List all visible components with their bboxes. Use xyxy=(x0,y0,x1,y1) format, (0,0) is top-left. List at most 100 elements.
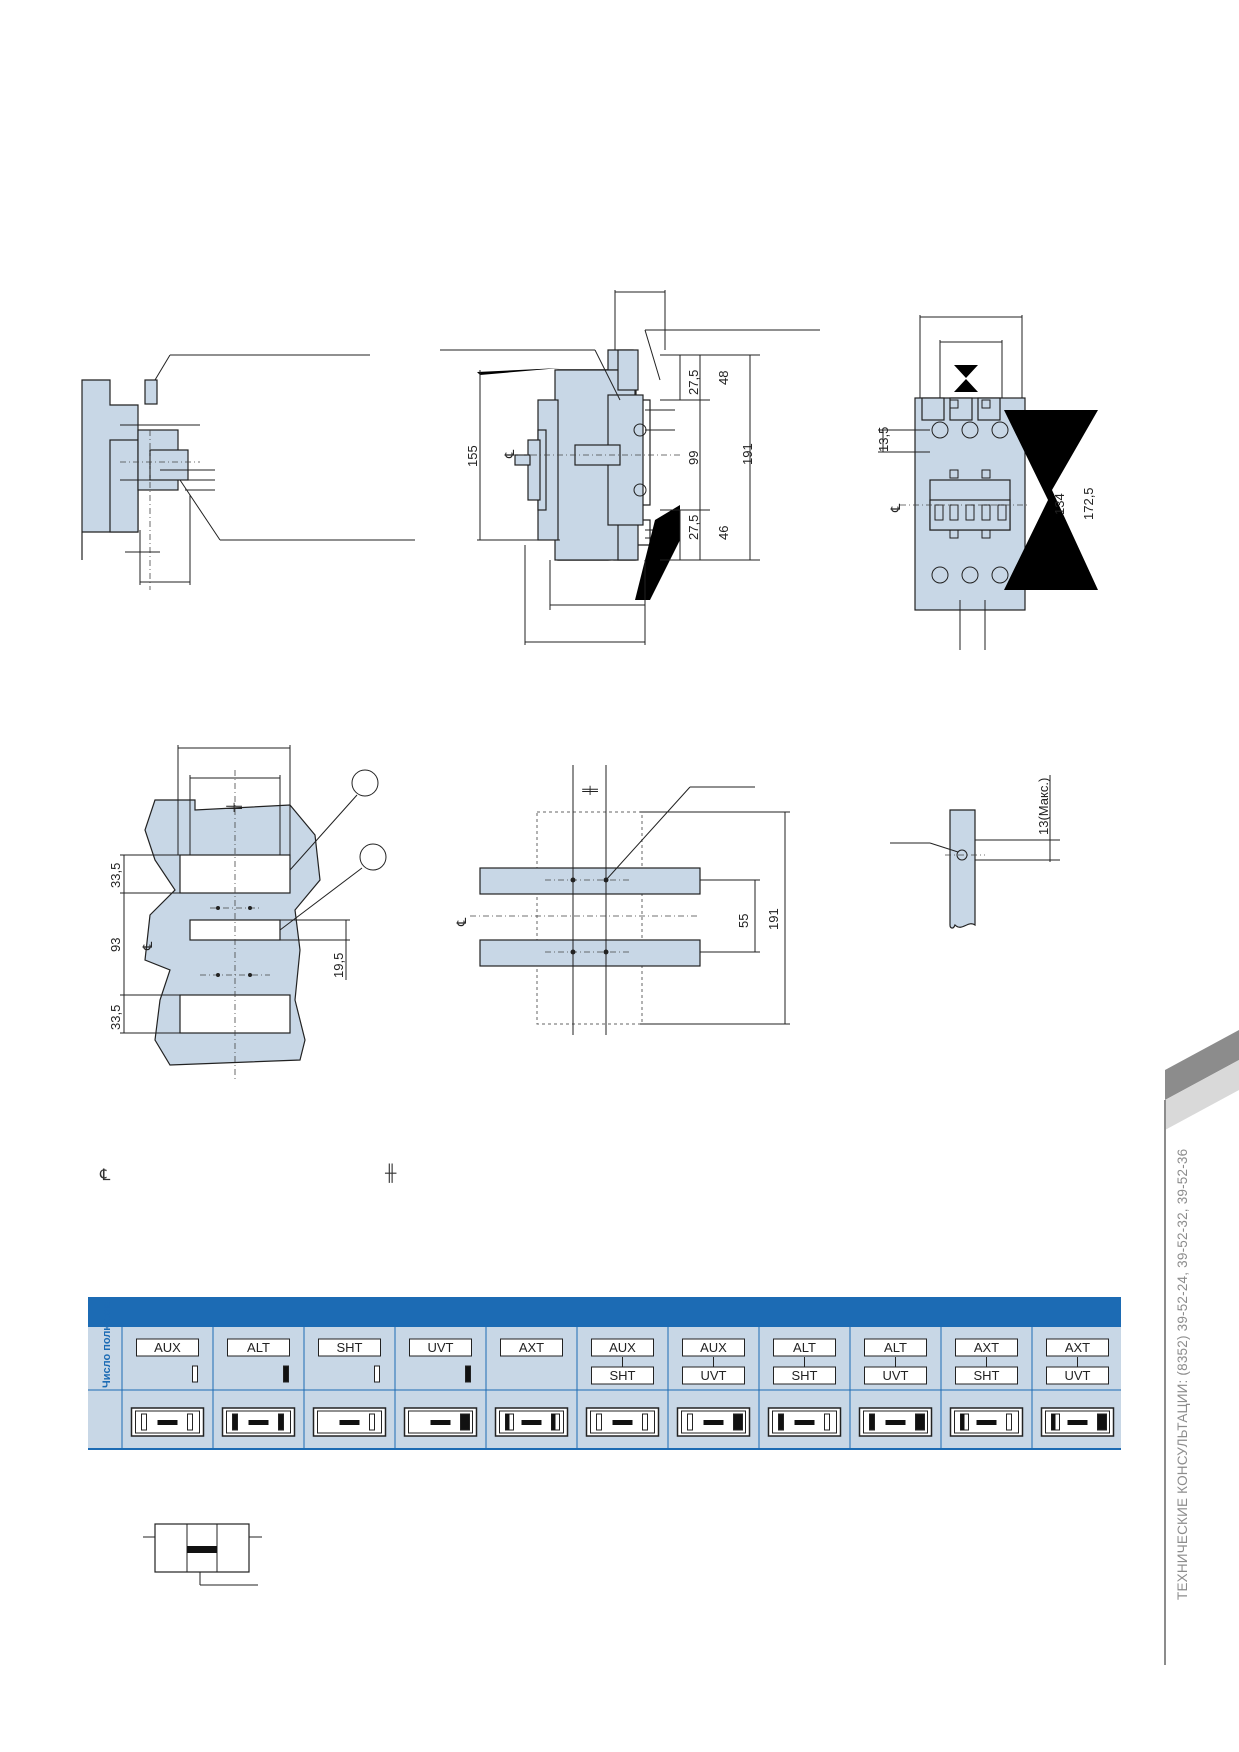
table-symbol-bar-9 xyxy=(976,1420,997,1425)
cutout-dim-33-5-bottom: 33,5 xyxy=(108,1005,123,1030)
table-symbol-bar-1 xyxy=(248,1420,269,1425)
table-header-4: AXT xyxy=(519,1340,544,1355)
table-header-top-10-box xyxy=(1046,1338,1109,1357)
table-symbol-right-4-fill xyxy=(551,1414,556,1430)
table-symbol-bar-10 xyxy=(1067,1420,1088,1425)
table-symbol-right-1 xyxy=(278,1413,284,1431)
table-symbol-right-2 xyxy=(369,1413,375,1431)
front-dim-46: 46 xyxy=(716,526,731,540)
front-dim-99: 99 xyxy=(686,451,701,465)
contact-phone-text: ТЕХНИЧЕСКИЕ КОНСУЛЬТАЦИИ: (8352) 39-52-2… xyxy=(1175,1148,1190,1600)
cutout-dim-33-5-top: 33,5 xyxy=(108,863,123,888)
table-symbol-bar-7 xyxy=(794,1420,815,1425)
table-header-bottom-10-box xyxy=(1046,1366,1109,1385)
table-header-marker-3 xyxy=(465,1365,471,1383)
table-symbol-inner-2 xyxy=(317,1410,382,1434)
table-header-top-7-box xyxy=(773,1338,836,1357)
table-header-0-box xyxy=(136,1338,199,1357)
table-symbol-inner-0 xyxy=(135,1410,200,1434)
centerline-mark: ℄ xyxy=(888,503,903,513)
table-symbol-bar-3 xyxy=(430,1420,451,1425)
front-dim-48: 48 xyxy=(716,371,731,385)
cutout-dim-19-5: 19,5 xyxy=(331,953,346,978)
handle-mark: ╫ xyxy=(582,785,598,796)
table-header-2-box xyxy=(318,1338,381,1357)
rail-dim-55: 55 xyxy=(736,914,751,928)
table-symbol-right-8 xyxy=(915,1413,925,1431)
table-header-bottom-6: UVT xyxy=(701,1368,727,1383)
table-header-top-8-box xyxy=(864,1338,927,1357)
table-header-bottom-7-box xyxy=(773,1366,836,1385)
row-label: Число полюсов xyxy=(101,1302,113,1388)
table-symbol-inner-9 xyxy=(954,1410,1019,1434)
table-header-4-box xyxy=(500,1338,563,1357)
table-symbol-left-7 xyxy=(778,1413,784,1431)
table-symbol-inner-3 xyxy=(408,1410,473,1434)
table-symbol-right-7 xyxy=(824,1413,830,1431)
table-header-1-box xyxy=(227,1338,290,1357)
table-symbol-bar-5 xyxy=(612,1420,633,1425)
table-header-marker-2 xyxy=(374,1365,380,1383)
table-header-top-6-box xyxy=(682,1338,745,1357)
top-dim-13-5: 13,5 xyxy=(876,427,891,452)
terminal-detail-drawing xyxy=(890,775,1060,929)
table-symbol-inner-7 xyxy=(772,1410,837,1434)
legend-handle-symbol: ╫ xyxy=(385,1165,397,1182)
table-header-bottom-7: SHT xyxy=(792,1368,818,1383)
centerline-mark: ℄ xyxy=(502,449,517,459)
table-symbol-right-3 xyxy=(460,1413,470,1431)
top-view-drawing: ℄ xyxy=(878,315,1098,650)
table-header-top-10: AXT xyxy=(1065,1340,1090,1355)
table-symbol-inner-10 xyxy=(1045,1410,1110,1434)
table-header-1: ALT xyxy=(247,1340,270,1355)
centerline-mark: ℄ xyxy=(140,941,155,951)
table-symbol-left-0 xyxy=(141,1413,147,1431)
table-symbol-inner-4 xyxy=(499,1410,564,1434)
table-symbol-right-5 xyxy=(642,1413,648,1431)
table-symbol-left-4-fill xyxy=(505,1414,510,1430)
legend-centerline-symbol: ℄ xyxy=(100,1167,111,1184)
front-dim-155: 155 xyxy=(465,445,480,467)
table-header-bottom-6-box xyxy=(682,1366,745,1385)
mounting-rail-drawing: ℄ ╫ xyxy=(454,765,790,1035)
table-symbol-bar-6 xyxy=(703,1420,724,1425)
table-symbol-right-6 xyxy=(733,1413,743,1431)
table-header-marker-1 xyxy=(283,1365,289,1383)
table-header-top-7: ALT xyxy=(793,1340,816,1355)
table-symbol-inner-6 xyxy=(681,1410,746,1434)
table-symbol-bar-2 xyxy=(339,1420,360,1425)
cutout-dim-93: 93 xyxy=(108,938,123,952)
table-symbol-bar-0 xyxy=(157,1420,178,1425)
table-header-top-6: AUX xyxy=(700,1340,727,1355)
centerline-mark: ℄ xyxy=(454,917,469,927)
table-header-top-9: AXT xyxy=(974,1340,999,1355)
table-header-2: SHT xyxy=(337,1340,363,1355)
table-symbol-left-5 xyxy=(596,1413,602,1431)
front-dim-191: 191 xyxy=(740,443,755,465)
front-dim-27-5-top: 27,5 xyxy=(686,370,701,395)
table-symbol-right-10 xyxy=(1097,1413,1107,1431)
side-view-drawing xyxy=(81,354,415,590)
table-header-top-5-box xyxy=(591,1338,654,1357)
table-symbol-left-1 xyxy=(232,1413,238,1431)
table-header-3-box xyxy=(409,1338,472,1357)
table-symbol-inner-5 xyxy=(590,1410,655,1434)
table-header-bottom-5-box xyxy=(591,1366,654,1385)
table-header-bottom-10: UVT xyxy=(1065,1368,1091,1383)
table-header-top-9-box xyxy=(955,1338,1018,1357)
table-header-3: UVT xyxy=(428,1340,454,1355)
table-header-bottom-8-box xyxy=(864,1366,927,1385)
table-header-top-8: ALT xyxy=(884,1340,907,1355)
table-symbol-bar-4 xyxy=(521,1420,542,1425)
table-symbol-inner-1 xyxy=(226,1410,291,1434)
table-header-top-5: AUX xyxy=(609,1340,636,1355)
table-header-marker-0 xyxy=(192,1365,198,1383)
table-symbol-left-9-fill xyxy=(960,1414,965,1430)
table-symbol-left-6 xyxy=(687,1413,693,1431)
front-dim-27-5-bottom: 27,5 xyxy=(686,515,701,540)
top-dim-134: 134 xyxy=(1052,493,1067,515)
table-symbol-left-10-fill xyxy=(1051,1414,1056,1430)
table-symbol-left-8 xyxy=(869,1413,875,1431)
